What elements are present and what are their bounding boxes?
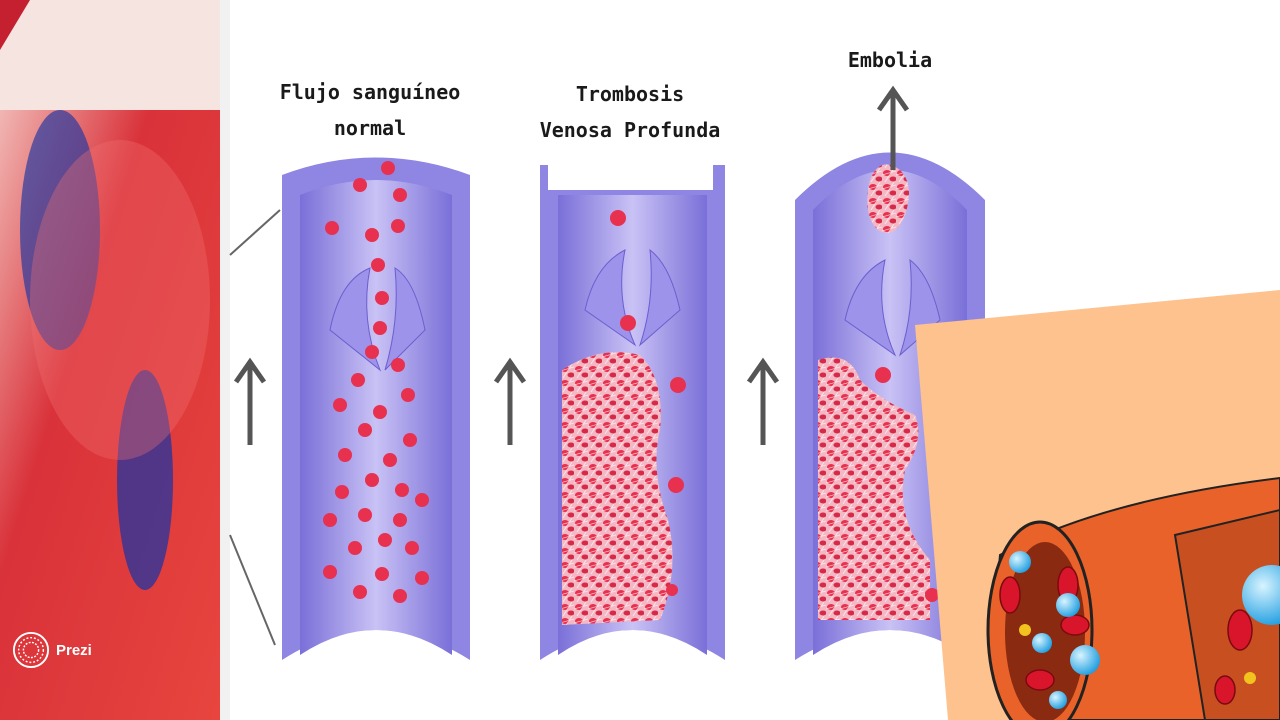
blood-clot — [562, 352, 673, 625]
prezi-logo-icon — [12, 631, 50, 669]
residual-clot — [818, 357, 930, 620]
red-blood-cells — [323, 161, 429, 603]
prezi-brand-name: Prezi — [56, 641, 92, 659]
red-blood-cells — [999, 566, 1253, 705]
platelets — [1009, 551, 1280, 709]
label-embolism: Embolia — [847, 48, 933, 72]
prezi-watermark: Prezi — [12, 630, 92, 670]
label-thrombosis: Trombosis Venosa Profunda — [539, 82, 721, 142]
embolus — [867, 164, 909, 233]
left-background-panel — [0, 0, 230, 720]
label-normal-flow: Flujo sanguíneo normal — [279, 80, 461, 140]
connector-lines — [229, 209, 281, 646]
vein-thrombosis — [540, 150, 725, 660]
up-arrow-icon — [746, 357, 780, 445]
vein-normal — [282, 157, 470, 660]
artery-overlay-card — [915, 290, 1280, 720]
up-arrow-icon — [876, 85, 910, 170]
up-arrow-icon — [493, 357, 527, 445]
up-arrow-icon — [233, 357, 267, 445]
